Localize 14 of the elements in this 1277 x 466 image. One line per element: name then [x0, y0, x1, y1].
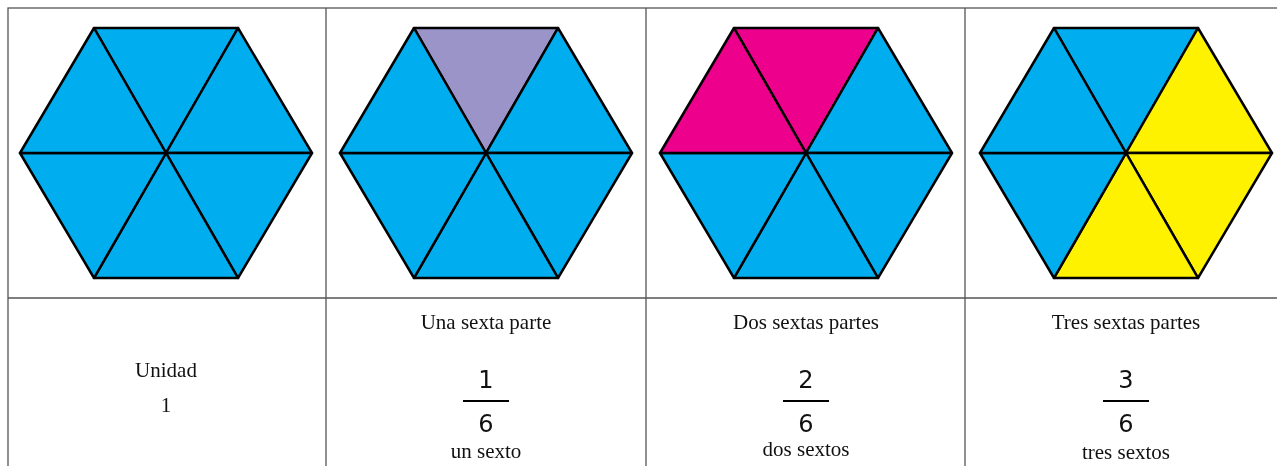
- text-label: un sexto: [450, 441, 522, 462]
- text-label: Tres sextas partes: [1051, 312, 1201, 333]
- text-label: Dos sextas partes: [733, 312, 879, 333]
- numerator: 2: [798, 368, 814, 392]
- numerator: 1: [478, 368, 494, 392]
- numerator: 3: [1118, 368, 1134, 392]
- number-label: 1: [160, 395, 172, 416]
- text-label: Unidad: [135, 360, 197, 381]
- text-label: Una sexta parte: [420, 312, 552, 333]
- text-label: tres sextos: [1081, 442, 1171, 463]
- text-label: dos sextos: [762, 439, 850, 460]
- denominator: 6: [798, 412, 814, 436]
- denominator: 6: [1118, 412, 1134, 436]
- denominator: 6: [478, 412, 494, 436]
